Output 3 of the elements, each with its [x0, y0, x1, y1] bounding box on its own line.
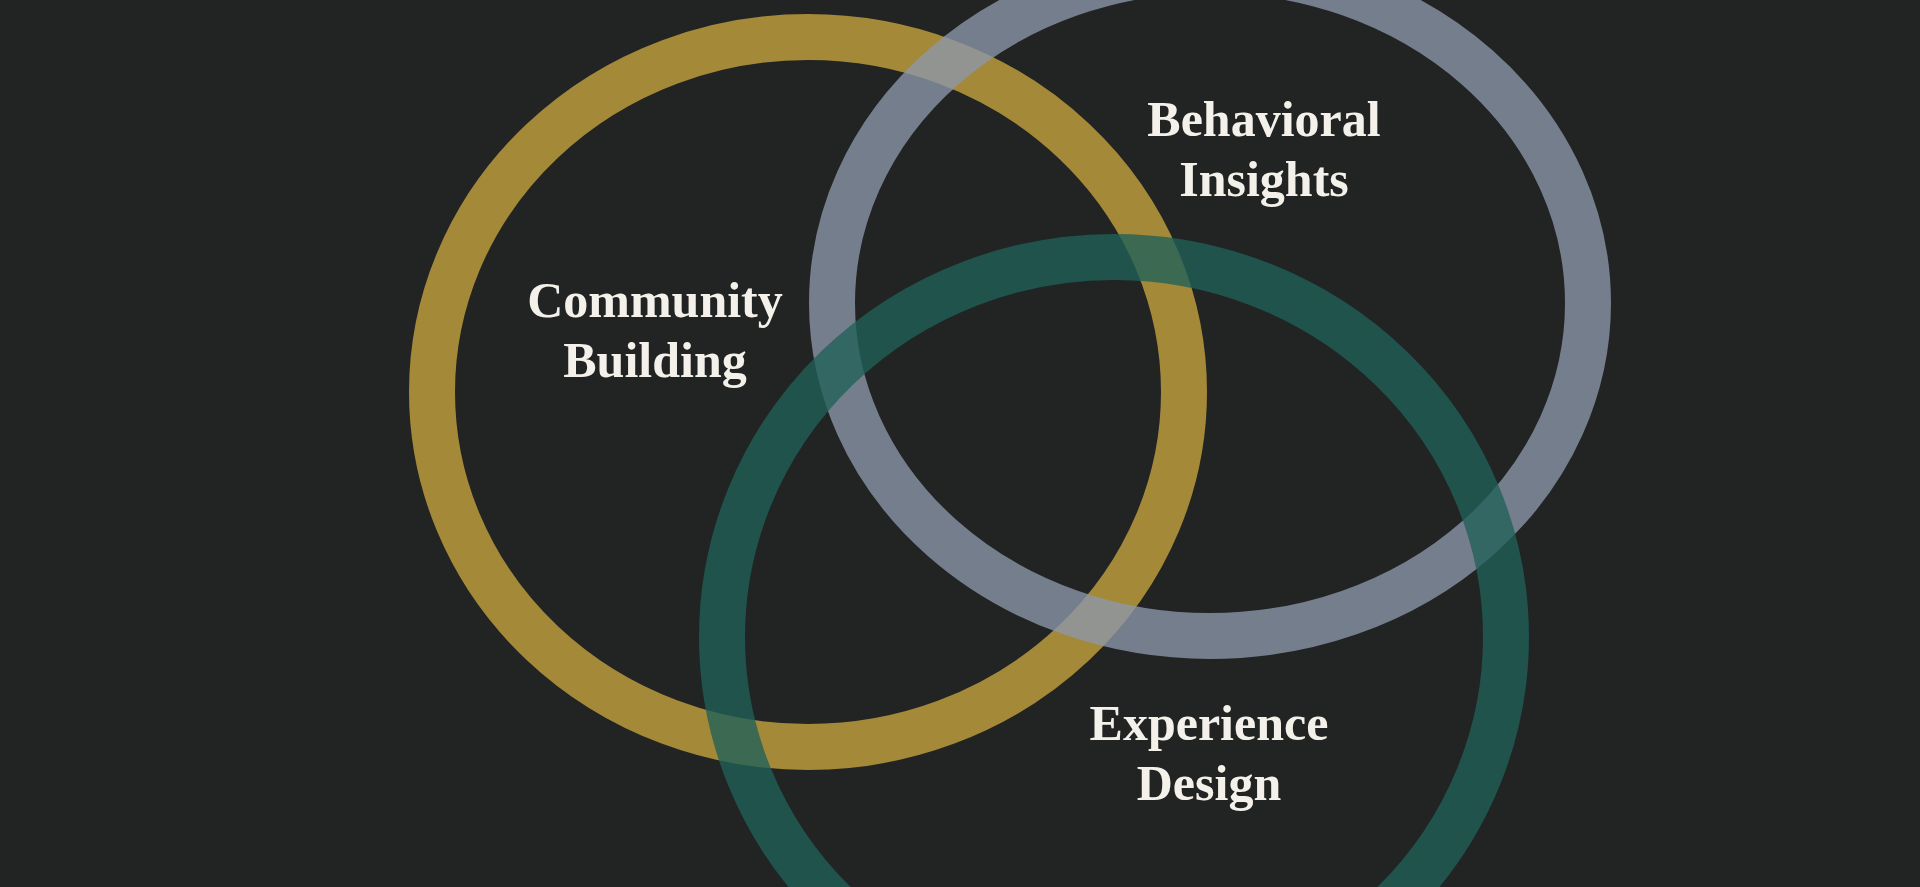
circle-label: Community Building	[526, 271, 784, 390]
circle-label: Behavioral Insights	[1146, 90, 1382, 209]
circle-label: Experience Design	[1088, 694, 1330, 813]
